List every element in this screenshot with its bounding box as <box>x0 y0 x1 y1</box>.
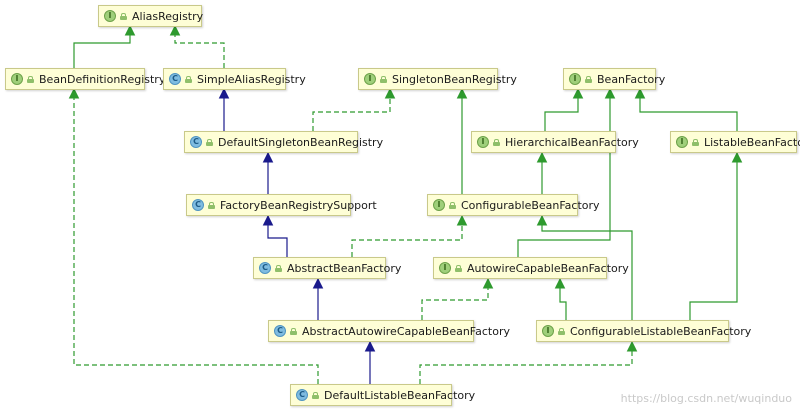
node-label: SimpleAliasRegistry <box>197 72 306 86</box>
node-label: DefaultSingletonBeanRegistry <box>218 135 384 149</box>
node-listable-bean-factory[interactable]: I ListableBeanFactory <box>670 131 800 153</box>
node-label: ConfigurableBeanFactory <box>461 198 600 212</box>
node-label: AutowireCapableBeanFactory <box>467 261 629 275</box>
node-bean-factory[interactable]: I BeanFactory <box>563 68 665 90</box>
lock-icon <box>290 327 297 335</box>
node-configurable-bean-factory[interactable]: I ConfigurableBeanFactory <box>427 194 600 216</box>
edge-aacbf-to-acbf <box>421 277 494 320</box>
lock-icon <box>206 138 213 146</box>
node-label: HierarchicalBeanFactory <box>505 135 639 149</box>
node-label: ConfigurableListableBeanFactory <box>570 324 752 338</box>
watermark-text: https://blog.csdn.net/wuqinduo <box>620 392 792 405</box>
interface-icon: I <box>542 325 554 337</box>
lock-icon <box>27 75 34 83</box>
node-bean-definition-registry[interactable]: I BeanDefinitionRegistry <box>5 68 165 90</box>
edge-bdr-to-alias <box>73 24 136 68</box>
edge-dsbr-to-sbr <box>312 87 396 131</box>
edge-abf-to-cbf <box>351 214 468 257</box>
edge-clbf-to-cbf <box>536 214 633 320</box>
edge-dlbf-to-clbf <box>419 340 638 384</box>
node-label: ListableBeanFactory <box>704 135 800 149</box>
lock-icon <box>380 75 387 83</box>
node-alias-registry[interactable]: I AliasRegistry <box>98 5 204 27</box>
node-abstract-autowire-capable-bean-factory[interactable]: C AbstractAutowireCapableBeanFactory <box>268 320 510 342</box>
node-label: BeanFactory <box>597 72 666 86</box>
class-icon: C <box>192 199 204 211</box>
node-abstract-bean-factory[interactable]: C AbstractBeanFactory <box>253 257 401 279</box>
interface-icon: I <box>477 136 489 148</box>
node-singleton-bean-registry[interactable]: I SingletonBeanRegistry <box>358 68 517 90</box>
node-default-singleton-bean-registry[interactable]: C DefaultSingletonBeanRegistry <box>184 131 383 153</box>
edge-clbf-to-lbf <box>689 151 743 320</box>
node-autowire-capable-bean-factory[interactable]: I AutowireCapableBeanFactory <box>433 257 629 279</box>
edge-sar-to-alias <box>169 24 225 68</box>
node-default-listable-bean-factory[interactable]: C DefaultListableBeanFactory <box>290 384 475 406</box>
interface-icon: I <box>569 73 581 85</box>
interface-icon: I <box>104 10 116 22</box>
interface-icon: I <box>433 199 445 211</box>
node-simple-alias-registry[interactable]: C SimpleAliasRegistry <box>163 68 306 90</box>
edge-lbf-to-bf <box>634 87 738 131</box>
lock-icon <box>455 264 462 272</box>
node-label: DefaultListableBeanFactory <box>324 388 476 402</box>
interface-icon: I <box>364 73 376 85</box>
lock-icon <box>692 138 699 146</box>
node-label: SingletonBeanRegistry <box>392 72 517 86</box>
edge-clbf-to-acbf <box>554 277 567 320</box>
lock-icon <box>120 12 127 20</box>
interface-icon: I <box>676 136 688 148</box>
interface-icon: I <box>11 73 23 85</box>
class-icon: C <box>296 389 308 401</box>
edge-hbf-to-bf <box>544 87 584 131</box>
class-icon: C <box>274 325 286 337</box>
node-label: FactoryBeanRegistrySupport <box>220 198 377 212</box>
lock-icon <box>208 201 215 209</box>
lock-icon <box>449 201 456 209</box>
class-icon: C <box>169 73 181 85</box>
lock-icon <box>185 75 192 83</box>
lock-icon <box>585 75 592 83</box>
lock-icon <box>493 138 500 146</box>
node-label: BeanDefinitionRegistry <box>39 72 166 86</box>
node-hierarchical-bean-factory[interactable]: I HierarchicalBeanFactory <box>471 131 639 153</box>
node-configurable-listable-bean-factory[interactable]: I ConfigurableListableBeanFactory <box>536 320 751 342</box>
node-factory-bean-registry-support[interactable]: C FactoryBeanRegistrySupport <box>186 194 377 216</box>
node-label: AbstractBeanFactory <box>287 261 402 275</box>
edge-acbf-to-bf <box>517 87 616 257</box>
lock-icon <box>558 327 565 335</box>
edge-abf-to-fbrs <box>262 214 288 257</box>
lock-icon <box>312 391 319 399</box>
interface-icon: I <box>439 262 451 274</box>
node-label: AbstractAutowireCapableBeanFactory <box>302 324 510 338</box>
lock-icon <box>275 264 282 272</box>
node-label: AliasRegistry <box>132 9 204 23</box>
edge-dlbf-to-bdr <box>68 87 319 384</box>
class-icon: C <box>259 262 271 274</box>
class-icon: C <box>190 136 202 148</box>
